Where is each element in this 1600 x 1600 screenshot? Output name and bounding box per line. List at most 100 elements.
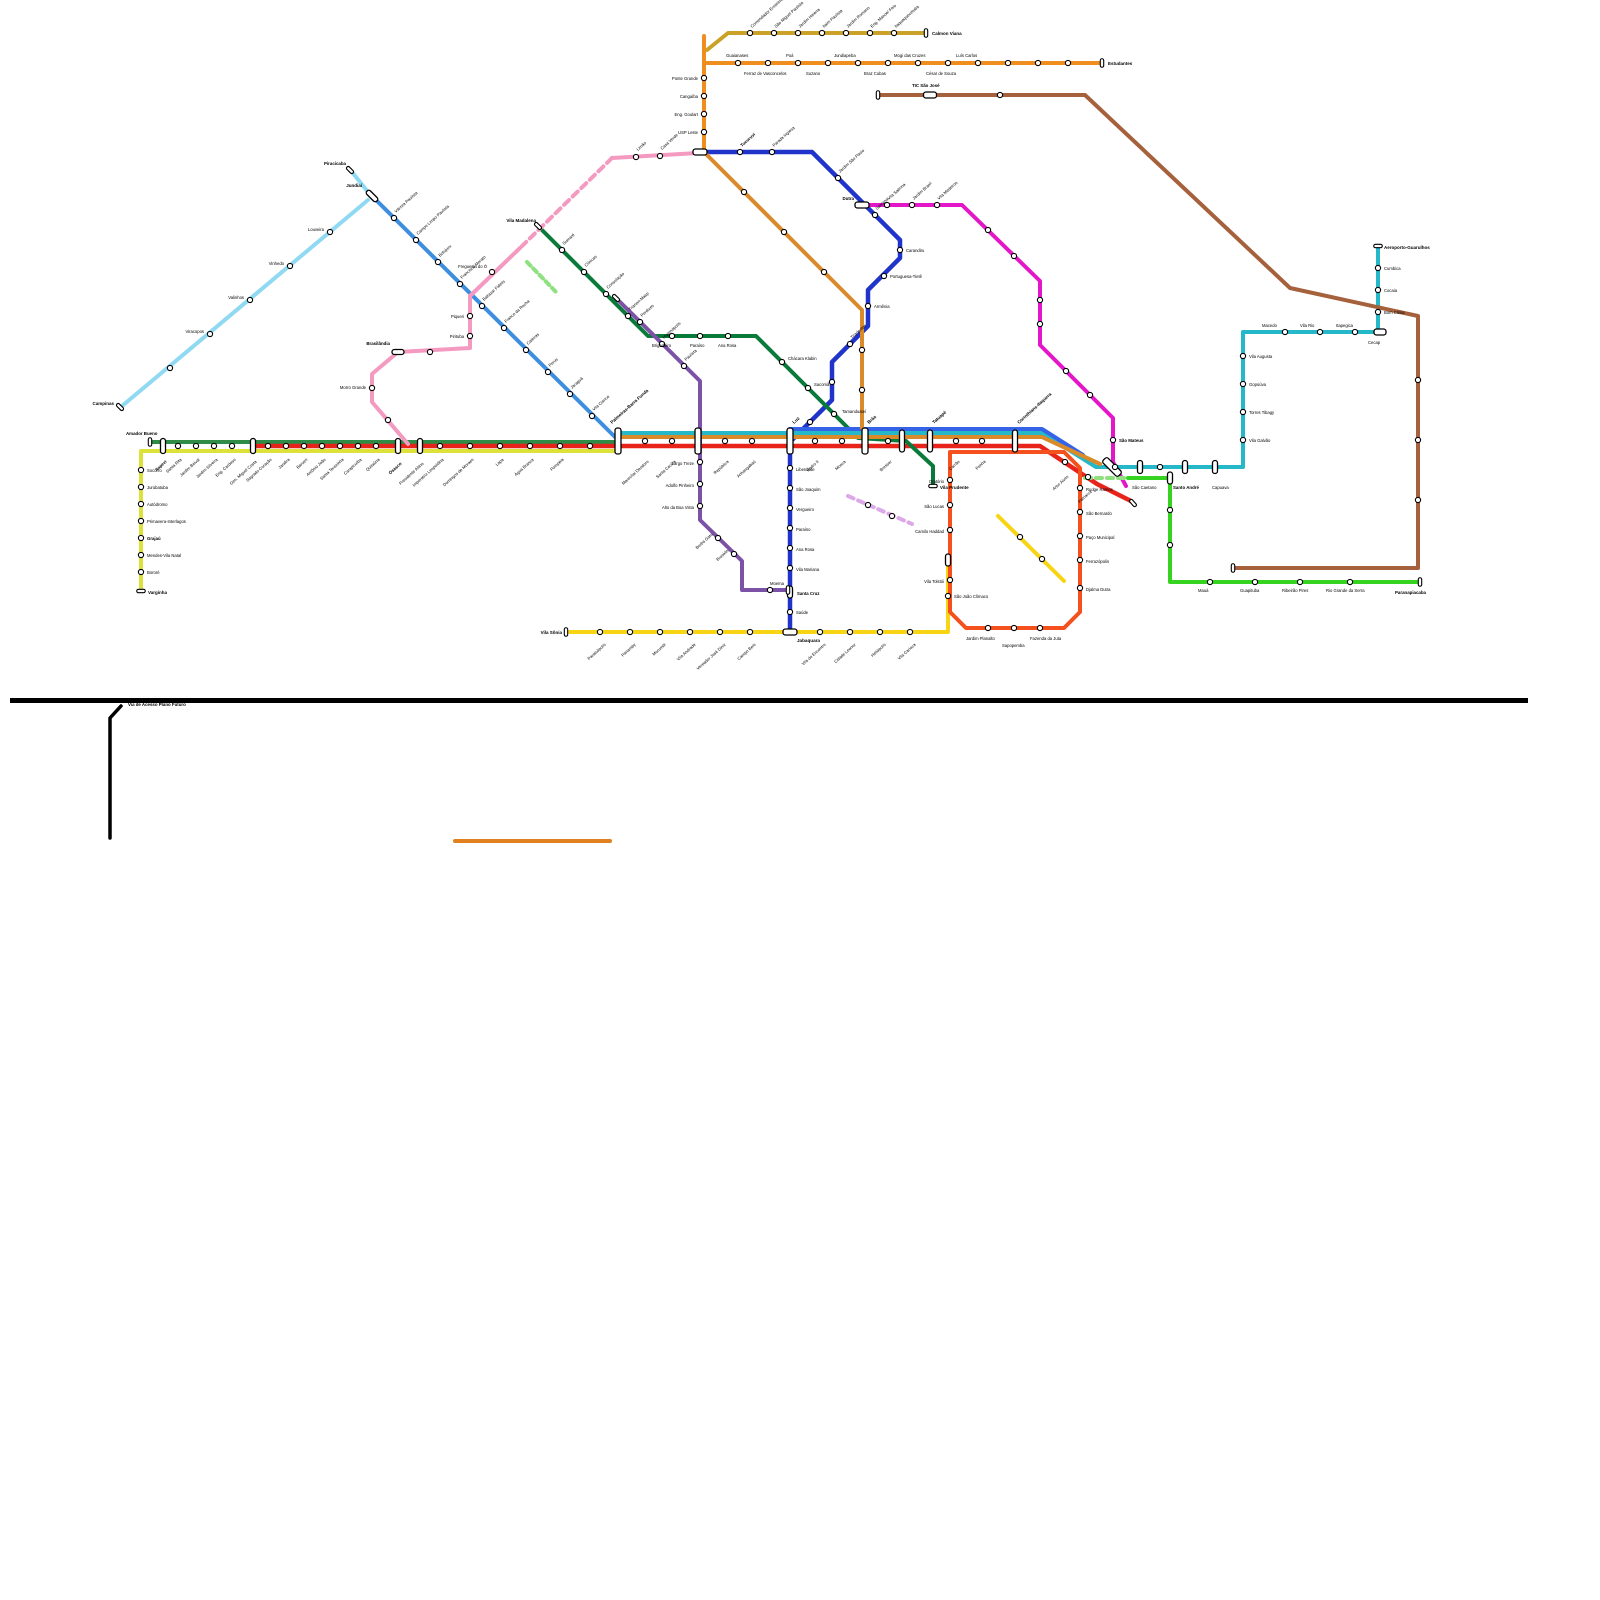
station-dot [780,228,788,236]
station-dot [846,628,854,636]
station-dot [730,550,738,558]
station-dot [680,362,688,370]
station-dot [1156,463,1164,471]
station-label: Parada Inglesa [771,125,796,148]
station-label: Carapicuíba [343,457,364,476]
interchange-marker [1373,328,1387,336]
terminal-marker [1373,243,1383,249]
station-label: Calmon Viana [932,31,962,36]
station-label: Ana Rosa [796,547,815,552]
station-dot [944,592,952,600]
station-label: Bororé [147,570,160,575]
station-dot [984,624,992,632]
station-dot [858,346,866,354]
line-marrom-22 [878,93,1420,570]
station-dot [1086,391,1094,399]
station-label: Tamanduateí [842,409,867,414]
station-dot [1206,578,1214,586]
station-dot [866,29,874,37]
station-dot [137,534,145,542]
station-label: Santa Cruz [797,591,819,596]
line-jade-trunk [616,435,1102,466]
station-dot [686,628,694,636]
station-dot [794,59,802,67]
station-dot [228,442,236,450]
station-dot [174,442,182,450]
line-rubi-7 [370,194,618,440]
station-dot [1016,533,1024,541]
line-verde-claro-13 [1126,476,1420,584]
terminal-marker [1417,577,1423,587]
station-label: Campinas [92,401,114,406]
station-label: Armênia [874,304,890,309]
station-dot [884,59,892,67]
station-dot [264,442,272,450]
line-jade-dash-b [525,260,558,294]
station-label: Domingos de Moraes [442,457,475,487]
station-label: Braz Cubas [864,71,886,76]
station-dot [1076,556,1084,564]
station-dot [1064,59,1072,67]
station-label: Louveira [308,227,325,232]
terminal-marker [345,165,355,175]
station-dot [978,437,986,445]
interchange-marker [944,553,952,567]
station-dot [1036,624,1044,632]
station-dot [556,442,564,450]
station-label: Ribeirão Pires [1282,588,1308,593]
station-dot [884,437,892,445]
station-dot [1414,436,1422,444]
station-label: Guaianases [726,53,748,58]
line-rosa-6-dash [518,156,614,250]
station-dot [596,628,604,636]
station-dot [478,302,486,310]
station-label: Jardim Romano [845,5,871,29]
station-label: Piracicaba [324,161,347,166]
station-label: Água Branca [513,457,535,477]
station-dot [656,152,664,160]
station-label: República [712,459,730,476]
station-label: São Mateus [1119,438,1144,443]
station-label: Imperatriz Leopoldina [411,457,445,488]
station-label: Campo Belo [736,642,757,662]
station-dot [778,358,786,366]
station-label: Vila Prudente [940,485,969,490]
interchange-marker [786,427,794,455]
station-dot [933,201,941,209]
station-dot [786,464,794,472]
station-dot [434,258,442,266]
station-dot [336,442,344,450]
station-dot [716,628,724,636]
station-label: Viracopos [185,329,204,334]
station-label: Vila do Encontro [801,642,828,667]
station-dot [974,59,982,67]
station-dot [1374,286,1382,294]
station-label: Portuguesa-Tietê [890,274,923,279]
line-tic-stub [350,170,370,194]
station-dot [137,483,145,491]
station-dot [786,504,794,512]
station-label: Pompéia [549,457,565,472]
station-dot [700,110,708,118]
station-dot [811,437,819,445]
station-label: Luz [791,415,801,424]
station-dot [456,280,464,288]
line-vermelha-3 [250,443,1134,504]
station-label: Vila Sabrina [886,182,907,201]
station-dot [1239,408,1247,416]
station-label: Limão [635,140,647,152]
station-dot [871,211,879,219]
station-dot [1374,308,1382,316]
station-label: Jardim Planalto [966,636,996,641]
station-label: Brás [866,414,877,425]
station-label: Suzano [806,71,821,76]
line-ouro-17 [568,558,950,634]
interchange-marker [926,429,934,453]
station-label: Guapituba [1240,588,1260,593]
station-label: Tatuapé [931,409,947,424]
station-label: Vila Andrade [676,642,697,662]
station-dot [880,272,888,280]
station-label: Primavera-Interlagos [147,519,186,524]
